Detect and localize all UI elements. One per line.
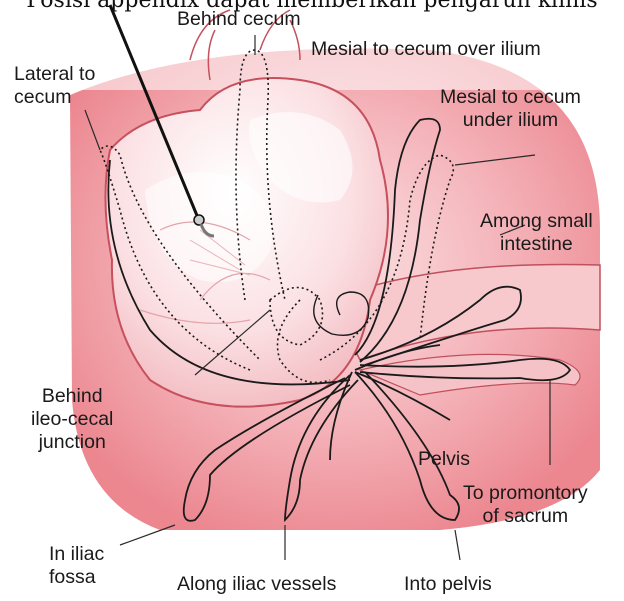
label-behind-ileocecal-junction: Behind ileo-cecal junction: [31, 385, 113, 454]
label-behind-cecum: Behind cecum: [177, 8, 301, 31]
label-mesial-over-ilium: Mesial to cecum over ilium: [311, 38, 541, 61]
label-along-iliac-vessels: Along iliac vessels: [177, 573, 336, 596]
label-mesial-under-ilium: Mesial to cecum under ilium: [440, 86, 581, 132]
label-among-small-intestine: Among small intestine: [480, 210, 593, 256]
label-into-pelvis: Into pelvis: [404, 573, 492, 596]
label-pelvis: Pelvis: [418, 448, 470, 471]
label-in-iliac-fossa: In iliac fossa: [49, 543, 104, 589]
label-to-promontory-of-sacrum: To promontory of sacrum: [463, 482, 588, 528]
label-lateral-to-cecum: Lateral to cecum: [14, 63, 95, 109]
